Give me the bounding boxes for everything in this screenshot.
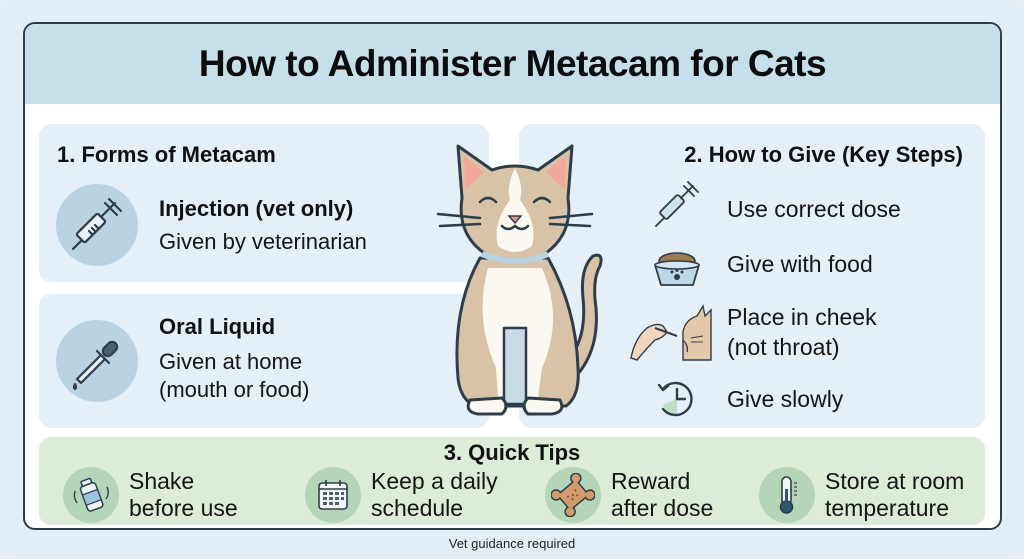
clock-icon [647, 374, 707, 424]
step-with-food: Give with food [727, 251, 873, 277]
tip-storage-line2: temperature [825, 495, 950, 521]
step-cheek-1: Place in cheek [727, 304, 877, 330]
tips-heading: 3. Quick Tips [443, 440, 581, 465]
forms-panel-oral: Oral Liquid Given at home (mouth or food… [39, 294, 489, 428]
thermometer-icon [759, 467, 815, 523]
shaking-bottle-icon [63, 467, 119, 523]
tip-shake-line2: before use [129, 495, 238, 521]
tip-storage-line1: Store at room [825, 468, 965, 494]
step-correct-dose: Use correct dose [727, 196, 901, 222]
tip-shake-line1: Shake [129, 468, 195, 494]
step-slowly: Give slowly [727, 386, 844, 412]
smiling-cat-illustration [418, 128, 618, 428]
tip-reward-line2: after dose [611, 495, 714, 521]
steps-heading: 2. How to Give (Key Steps) [684, 142, 963, 167]
steps-panel: 2. How to Give (Key Steps) Use correct d… [519, 124, 985, 428]
forms-heading: 1. Forms of Metacam [57, 142, 276, 167]
dropper-icon [56, 320, 138, 402]
syringe-icon [647, 180, 707, 230]
forms-panel-injection: 1. Forms of Metacam Injection (vet only)… [39, 124, 489, 282]
food-bowl-icon [647, 244, 707, 294]
step-cheek-2: (not throat) [727, 334, 840, 360]
dog-treat-icon [545, 467, 601, 523]
title-bar: How to Administer Metacam for Cats [25, 24, 1000, 104]
tips-panel: 3. Quick Tips Shake before use [39, 437, 985, 525]
hand-dropper-cat-icon [627, 302, 715, 362]
injection-desc: Given by veterinarian [159, 229, 367, 254]
footer-note: Vet guidance required [448, 536, 576, 551]
tip-schedule-line2: schedule [371, 495, 464, 521]
oral-liquid-desc-2: (mouth or food) [159, 377, 310, 402]
oral-liquid-desc-1: Given at home [159, 349, 303, 374]
page-title: How to Administer Metacam for Cats [198, 43, 827, 84]
injection-title: Injection (vet only) [159, 196, 354, 221]
calendar-icon [305, 467, 361, 523]
oral-liquid-title: Oral Liquid [159, 314, 276, 339]
tip-schedule-line1: Keep a daily [371, 468, 498, 494]
syringe-icon [56, 184, 138, 266]
tip-reward-line1: Reward [611, 468, 691, 494]
